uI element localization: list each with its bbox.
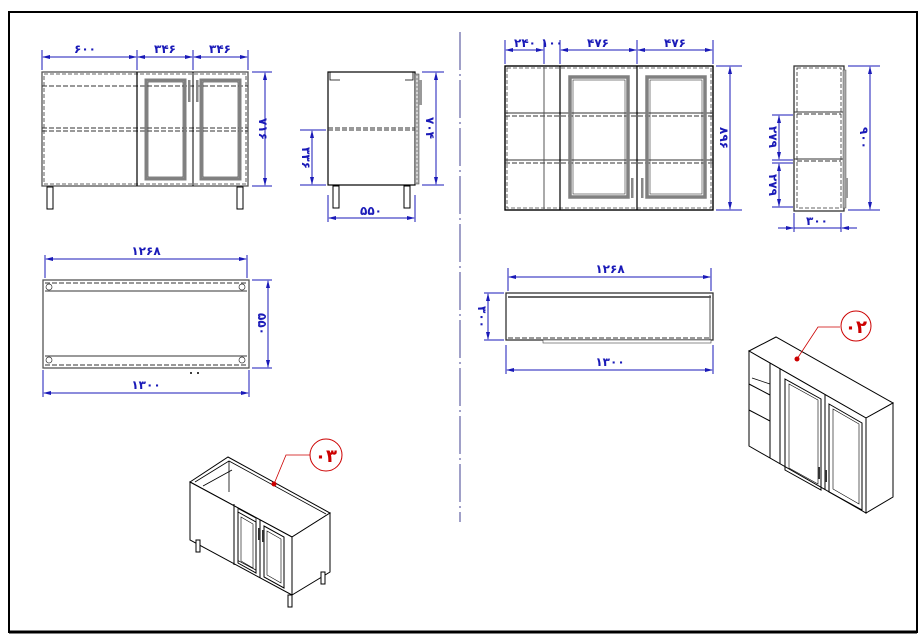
dim-base-top-depth: ۵۵۰	[255, 313, 269, 335]
wall-cabinet-side-view	[772, 65, 880, 232]
wall-cabinet-isometric	[747, 336, 895, 514]
wall-cabinet-callout	[794, 310, 872, 362]
dim-base-width-door2: ۳۴۶	[209, 42, 231, 56]
wall-cabinet-top-view	[484, 268, 714, 374]
dim-wall-width-divider: ۱۰۰	[541, 36, 563, 50]
dim-base-top-outer-width: ۱۳۰۰	[131, 378, 160, 392]
base-cabinet-front-view	[41, 50, 272, 210]
dim-wall-shelf-upper: ۲۷۹	[766, 126, 780, 149]
dim-base-width-left: ۶۰۰	[74, 42, 96, 56]
wall-cabinet-front-view	[504, 40, 742, 211]
callout-label-02: ۰۲	[845, 317, 867, 338]
dim-wall-top-outer-width: ۱۳۰۰	[595, 355, 624, 369]
base-cabinet-top-view	[42, 255, 272, 397]
dim-wall-width-door2: ۴۷۶	[664, 36, 686, 50]
dim-wall-height: ۸۹۶	[717, 127, 731, 149]
dim-wall-shelf-lower: ۲۷۹	[766, 174, 780, 197]
dim-base-height: ۷۱۶	[256, 118, 270, 140]
dim-base-depth: ۵۵۰	[360, 204, 382, 218]
dim-base-top-inner-width: ۱۲۶۸	[131, 244, 161, 258]
dim-base-side-height: ۷۰۴	[423, 117, 437, 139]
dim-wall-width-shelf: ۲۴۰	[514, 36, 536, 50]
base-cabinet-side-view	[300, 71, 444, 222]
dim-wall-top-inner-width: ۱۲۶۸	[595, 262, 625, 276]
base-cabinet-isometric	[189, 456, 331, 608]
dim-wall-side-height: ۹۰۰	[857, 127, 871, 149]
dim-wall-top-depth: ۳۰۰	[475, 306, 489, 328]
callout-label-03: ۰۳	[315, 446, 337, 467]
dim-base-width-door1: ۳۴۶	[154, 42, 176, 56]
dim-wall-width-door1: ۴۷۶	[587, 36, 609, 50]
base-cabinet-callout	[271, 438, 343, 487]
dim-base-shelf-height: ۳۳۶	[299, 147, 313, 169]
dim-wall-depth: ۳۰۰	[806, 214, 828, 228]
